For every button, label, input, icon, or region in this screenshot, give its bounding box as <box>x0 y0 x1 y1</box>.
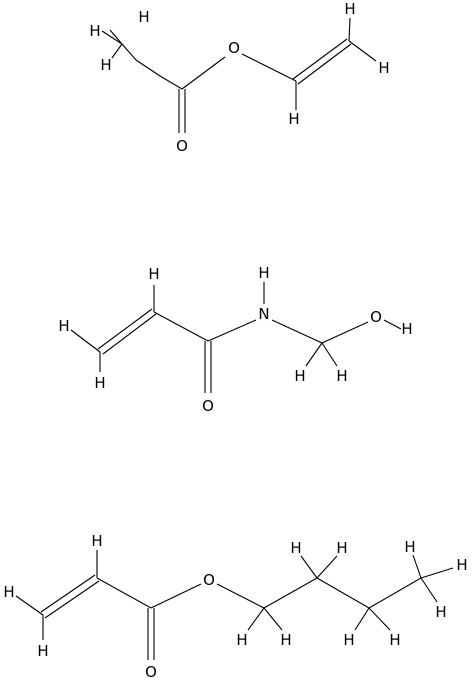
atom-h: H <box>258 264 269 282</box>
bond <box>297 43 352 85</box>
bond <box>292 38 348 80</box>
atom-h: H <box>89 22 100 40</box>
atom-h: H <box>280 631 291 649</box>
bond <box>412 554 422 579</box>
bond <box>44 580 100 619</box>
bond <box>263 577 318 609</box>
bond <box>420 577 438 603</box>
bond <box>40 574 96 613</box>
molecule-n-methylolacrylamide: H H H N H O H O H H <box>58 264 412 415</box>
bond <box>15 595 44 616</box>
bond <box>207 319 257 342</box>
bond <box>181 56 226 90</box>
atom-h: H <box>389 631 400 649</box>
bond <box>150 583 202 609</box>
atom-h: H <box>100 56 111 74</box>
bond <box>153 311 209 342</box>
molecule-vinyl-acetate: H H H O O H H H <box>89 0 389 155</box>
bond <box>271 319 323 344</box>
bond <box>368 607 391 631</box>
atom-h: H <box>336 539 347 557</box>
bond <box>241 53 297 82</box>
bond <box>354 607 370 631</box>
bond <box>368 577 422 609</box>
bond <box>321 342 338 367</box>
bond <box>102 313 157 355</box>
atom-h: H <box>344 0 355 18</box>
bond <box>305 342 323 367</box>
atom-h: H <box>3 583 14 601</box>
atom-o: O <box>203 571 215 589</box>
atom-h: H <box>37 642 48 660</box>
atom-h: H <box>456 556 467 574</box>
atom-h: H <box>288 110 299 128</box>
bond <box>316 577 370 609</box>
bond <box>247 607 265 631</box>
molecule-butyl-acrylate: H H H O O H H H H H H H H H <box>3 532 467 681</box>
atom-h: H <box>290 539 301 557</box>
atom-h: H <box>58 317 69 335</box>
atom-h: H <box>401 320 412 338</box>
bond <box>348 40 377 62</box>
bond <box>135 59 161 77</box>
bond <box>420 567 454 579</box>
atom-o: O <box>228 39 240 57</box>
bond <box>348 17 351 42</box>
atom-h: H <box>94 374 105 392</box>
bond <box>96 577 152 609</box>
bond <box>121 43 137 61</box>
bond <box>111 43 123 59</box>
atom-h: H <box>294 367 305 385</box>
atom-o: O <box>202 397 214 415</box>
atom-o: O <box>370 308 382 326</box>
bond <box>383 319 402 330</box>
atom-o: O <box>176 137 188 155</box>
bond <box>321 321 369 344</box>
bond <box>263 607 283 631</box>
bond <box>97 308 153 350</box>
bond <box>216 583 265 609</box>
atom-o: O <box>145 663 157 681</box>
bond <box>159 75 183 90</box>
bond <box>109 29 123 45</box>
atom-h: H <box>148 265 159 283</box>
atom-n: N <box>258 305 269 323</box>
bond <box>70 329 101 353</box>
atom-h: H <box>435 603 446 621</box>
atom-h: H <box>236 631 247 649</box>
atom-h: H <box>343 631 354 649</box>
atom-h: H <box>91 532 102 550</box>
atom-h: H <box>404 538 415 556</box>
atom-h: H <box>336 367 347 385</box>
bond <box>300 555 318 579</box>
bond <box>101 30 123 45</box>
atom-h: H <box>378 59 389 77</box>
bond <box>316 555 338 579</box>
atom-h: H <box>138 8 149 26</box>
